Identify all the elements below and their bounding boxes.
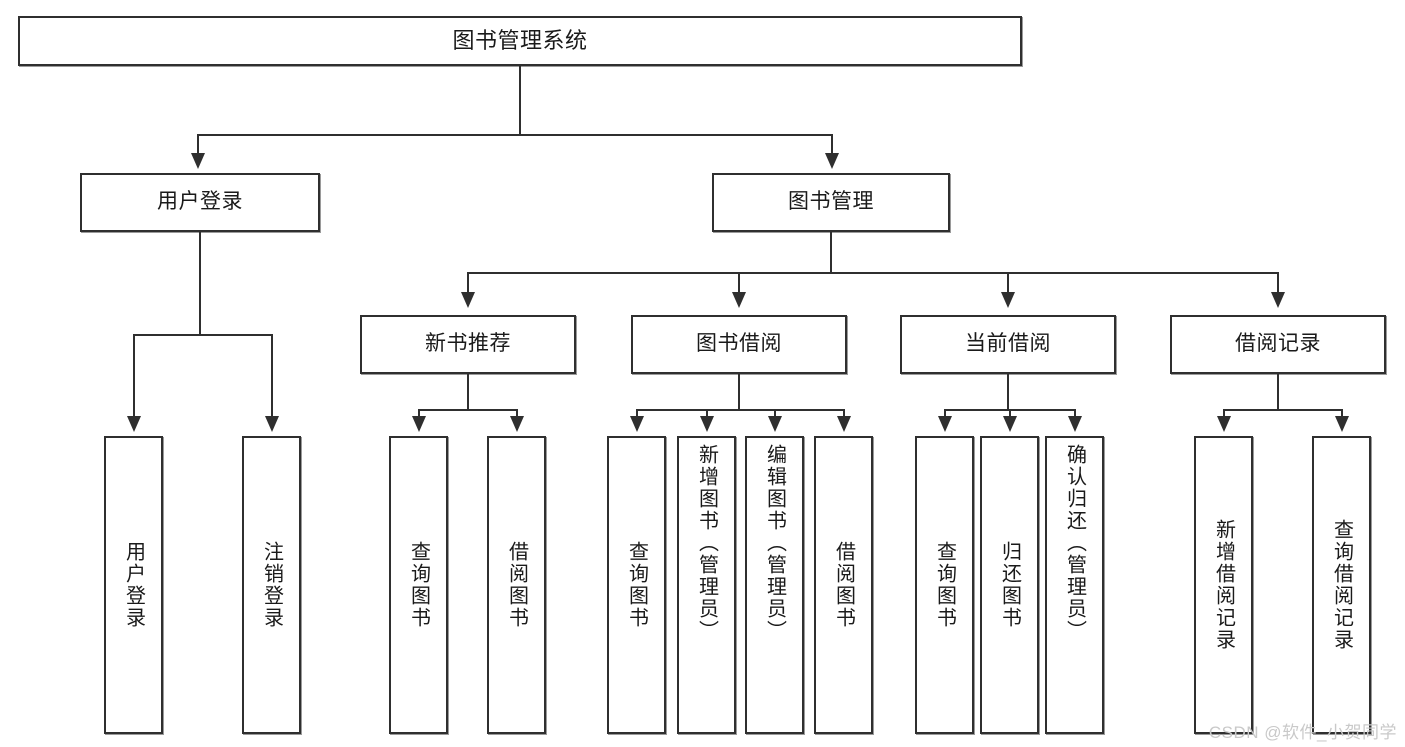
node-book-borrow[interactable]: 图书借阅 [631,315,847,374]
leaf-logout-login[interactable]: 注销登录 [242,436,301,734]
connector-record-bar [1223,409,1342,411]
arrow-head-borrow-2 [700,416,714,432]
connector-current-stem [1007,374,1009,410]
arrow-head-current-3 [1068,416,1082,432]
node-label: 借阅图书 [505,541,528,629]
leaf-recommend-query-book[interactable]: 查询图书 [389,436,448,734]
node-label: 查询图书 [933,541,956,629]
arrow-head-record-1 [1217,416,1231,432]
connector-borrow-stem [738,374,740,410]
arrow-head-root-1 [191,153,205,169]
connector-recommend-bar [418,409,518,411]
node-label: 图书管理 [788,190,874,214]
leaf-borrow-borrow-book[interactable]: 借阅图书 [814,436,873,734]
arrow-head-borrow-3 [768,416,782,432]
connector-borrow-drop-3 [774,409,776,418]
node-label: 图书借阅 [696,332,782,356]
connector-borrow-drop-2 [706,409,708,418]
leaf-current-query-book[interactable]: 查询图书 [915,436,974,734]
node-label: 借阅图书 [832,541,855,629]
connector-user-login-drop-1 [133,334,135,418]
node-label: 确认归还（管理员） [1063,444,1086,642]
node-label: 用户登录 [157,190,243,214]
arrow-head-borrow-1 [630,416,644,432]
connector-record-drop-1 [1223,409,1225,418]
leaf-borrow-add-book-admin[interactable]: 新增图书（管理员） [677,436,736,734]
arrow-head-book-mgmt-3 [1001,292,1015,308]
leaf-recommend-borrow-book[interactable]: 借阅图书 [487,436,546,734]
node-new-book-recommend[interactable]: 新书推荐 [360,315,576,374]
node-label: 当前借阅 [965,332,1051,356]
node-label: 新增图书（管理员） [695,444,718,642]
leaf-user-login[interactable]: 用户登录 [104,436,163,734]
connector-book-mgmt-drop-1 [467,272,469,294]
node-label: 归还图书 [998,541,1021,629]
connector-record-drop-2 [1341,409,1343,418]
node-label: 编辑图书（管理员） [763,444,786,642]
node-label: 注销登录 [260,541,283,629]
connector-root-drop-2 [831,134,833,156]
node-user-login[interactable]: 用户登录 [80,173,320,232]
connector-current-drop-3 [1074,409,1076,418]
connector-borrow-drop-1 [636,409,638,418]
node-root-system[interactable]: 图书管理系统 [18,16,1022,66]
connector-user-login-stem [199,232,201,335]
connector-recommend-stem [467,374,469,410]
arrow-head-current-1 [938,416,952,432]
connector-book-mgmt-drop-4 [1277,272,1279,294]
arrow-head-user-login-2 [265,416,279,432]
node-label: 查询图书 [625,541,648,629]
connector-borrow-drop-4 [843,409,845,418]
node-borrow-record[interactable]: 借阅记录 [1170,315,1386,374]
node-label: 查询借阅记录 [1330,519,1353,651]
node-label: 借阅记录 [1235,332,1321,356]
leaf-borrow-edit-book-admin[interactable]: 编辑图书（管理员） [745,436,804,734]
connector-root-drop-1 [197,134,199,156]
node-book-management[interactable]: 图书管理 [712,173,950,232]
connector-book-mgmt-bar [467,272,1279,274]
connector-book-mgmt-drop-3 [1007,272,1009,294]
arrow-head-record-2 [1335,416,1349,432]
arrow-head-book-mgmt-1 [461,292,475,308]
connector-borrow-bar [636,409,844,411]
node-label: 新书推荐 [425,332,511,356]
node-label: 图书管理系统 [452,28,588,54]
node-current-borrow[interactable]: 当前借阅 [900,315,1116,374]
node-label: 查询图书 [407,541,430,629]
leaf-borrow-query-book[interactable]: 查询图书 [607,436,666,734]
node-label: 用户登录 [122,541,145,629]
connector-current-drop-1 [944,409,946,418]
connector-user-login-bar [133,334,271,336]
connector-root-stem [519,66,521,135]
connector-root-bar [197,134,833,136]
arrow-head-recommend-2 [510,416,524,432]
arrow-head-borrow-4 [837,416,851,432]
connector-current-drop-2 [1009,409,1011,418]
arrow-head-recommend-1 [412,416,426,432]
arrow-head-book-mgmt-4 [1271,292,1285,308]
arrow-head-root-2 [825,153,839,169]
connector-book-mgmt-drop-2 [738,272,740,294]
connector-book-mgmt-stem [830,232,832,274]
connector-recommend-drop-2 [516,409,518,418]
node-label: 新增借阅记录 [1212,519,1235,651]
arrow-head-book-mgmt-2 [732,292,746,308]
arrow-head-current-2 [1003,416,1017,432]
leaf-record-query-borrow-record[interactable]: 查询借阅记录 [1312,436,1371,734]
leaf-record-add-borrow-record[interactable]: 新增借阅记录 [1194,436,1253,734]
leaf-current-return-book[interactable]: 归还图书 [980,436,1039,734]
arrow-head-user-login-1 [127,416,141,432]
connector-recommend-drop-1 [418,409,420,418]
connector-user-login-drop-2 [271,334,273,418]
connector-record-stem [1277,374,1279,410]
leaf-current-confirm-return-admin[interactable]: 确认归还（管理员） [1045,436,1104,734]
